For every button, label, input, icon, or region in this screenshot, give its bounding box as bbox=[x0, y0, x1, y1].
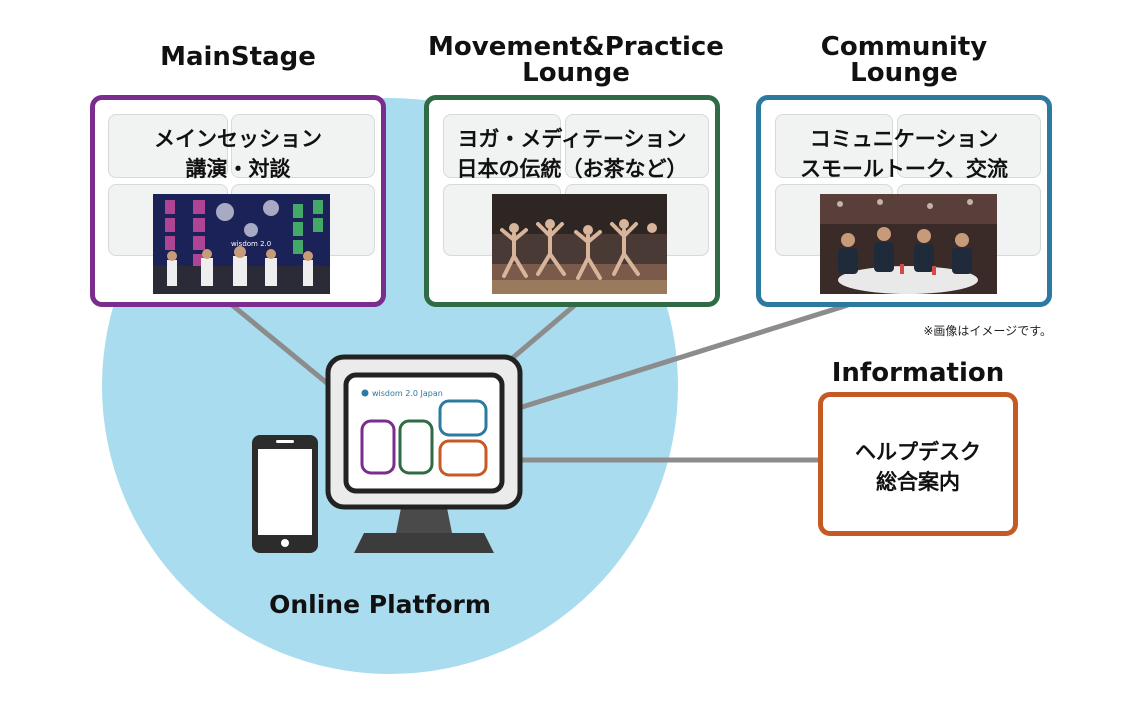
movement-line-1: ヨガ・メディテーション bbox=[457, 127, 687, 151]
community-title-line-2: Lounge bbox=[850, 58, 958, 88]
community-title-line-1: Community bbox=[820, 32, 988, 62]
community-title: Community Lounge bbox=[756, 34, 1052, 86]
information-box: ヘルプデスク 総合案内 bbox=[818, 392, 1018, 536]
monitor-icon: wisdom 2.0 Japan bbox=[325, 354, 523, 553]
movement-title-line-1: Movement&Practice bbox=[428, 32, 724, 62]
movement-title-line-2: Lounge bbox=[522, 58, 630, 88]
platform-label: Online Platform bbox=[269, 590, 491, 619]
mainstage-line-1: メインセッション bbox=[154, 127, 322, 151]
information-line-1: ヘルプデスク bbox=[855, 440, 981, 464]
mainstage-line-2: 講演・対談 bbox=[185, 157, 291, 181]
image-note: ※画像はイメージです。 bbox=[923, 324, 1052, 338]
information-line-2: 総合案内 bbox=[876, 470, 960, 494]
community-box: コミュニケーション スモールトーク、交流 bbox=[756, 95, 1052, 307]
mainstage-box: メインセッション 講演・対談 wisdom 2.0 bbox=[90, 95, 386, 307]
community-line-1: コミュニケーション bbox=[809, 127, 999, 151]
community-photo bbox=[820, 194, 997, 294]
movement-line-2: 日本の伝統（お茶など） bbox=[456, 157, 688, 181]
movement-box: ヨガ・メディテーション 日本の伝統（お茶など） bbox=[424, 95, 720, 307]
phone-icon bbox=[252, 435, 318, 553]
screen-logo: wisdom 2.0 Japan bbox=[372, 389, 443, 398]
mainstage-title: MainStage bbox=[160, 42, 316, 72]
information-title: Information bbox=[831, 358, 1005, 388]
mainstage-photo-logo: wisdom 2.0 bbox=[231, 240, 271, 248]
movement-photo bbox=[492, 194, 667, 294]
line-community bbox=[486, 302, 849, 421]
mainstage-photo: wisdom 2.0 bbox=[153, 194, 330, 294]
community-line-2: スモールトーク、交流 bbox=[799, 157, 1009, 181]
movement-title: Movement&Practice Lounge bbox=[418, 34, 734, 86]
